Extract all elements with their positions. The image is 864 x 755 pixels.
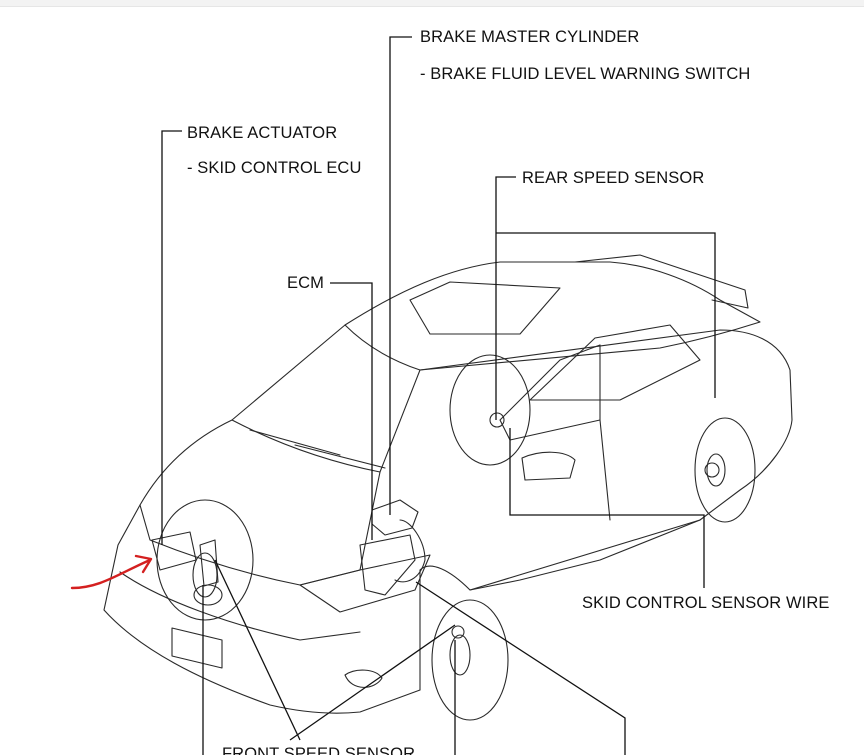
label-brake-fluid-switch: - BRAKE FLUID LEVEL WARNING SWITCH — [420, 65, 751, 83]
label-brake-master-cylinder: BRAKE MASTER CYLINDER — [420, 28, 640, 46]
leader-front-speed-sensor-diag2 — [289, 624, 456, 741]
component-ecm — [359, 534, 416, 596]
leader-skid-sensor-wire — [509, 428, 705, 588]
car-far-rear-wheel — [449, 354, 531, 466]
car-grille — [119, 571, 361, 641]
car-wiper — [249, 429, 341, 456]
car-front-door-window — [499, 344, 601, 441]
component-front-sensor-bracket — [199, 539, 219, 587]
car-emblem — [193, 584, 223, 606]
label-brake-actuator: BRAKE ACTUATOR — [187, 124, 338, 142]
car-fog-lamp — [344, 669, 383, 688]
car-headlamp — [299, 554, 431, 613]
label-skid-control-ecu: - SKID CONTROL ECU — [187, 159, 362, 177]
component-brake-actuator — [151, 531, 197, 571]
label-rear-speed-sensor: REAR SPEED SENSOR — [522, 169, 705, 187]
car-rear-hub — [706, 453, 726, 487]
car-side-body — [419, 329, 793, 691]
leader-brake-master-cylinder — [389, 36, 412, 515]
component-booster — [394, 519, 426, 583]
leader-rear-bracket — [496, 232, 716, 398]
car-front-wheel — [431, 599, 509, 721]
car-wiper — [294, 444, 386, 469]
annotation-arrowhead-icon — [134, 554, 153, 574]
leader-ecm — [330, 282, 373, 540]
leader-front-wire — [415, 581, 626, 755]
component-rear-speed-sensor-left — [489, 412, 505, 428]
car-front-bumper — [103, 504, 421, 714]
annotation-arrow-icon — [70, 558, 152, 590]
car-sill — [469, 519, 701, 591]
car-door-line — [599, 419, 611, 521]
label-ecm: ECM — [287, 274, 324, 292]
car-rear-door-window — [529, 324, 701, 401]
car-hood — [139, 419, 381, 586]
car-mirror — [521, 451, 576, 481]
leader-front-speed-sensor-diag1 — [214, 559, 301, 741]
car-plate — [171, 627, 223, 669]
leader-brake-actuator — [161, 130, 182, 545]
component-front-speed-sensor — [451, 625, 465, 639]
car-spoiler — [574, 254, 749, 309]
car-rear-wheel — [694, 417, 756, 523]
component-master-cylinder — [371, 499, 419, 536]
component-rear-speed-sensor-right — [704, 462, 720, 478]
label-skid-control-sensor-wire: SKID CONTROL SENSOR WIRE — [582, 594, 830, 612]
leader-rear-speed-sensor — [495, 176, 516, 420]
car-front-hub — [449, 634, 471, 676]
car-sunroof — [409, 281, 561, 335]
car-roof — [344, 261, 761, 371]
label-front-speed-sensor: FRONT SPEED SENSOR — [222, 745, 416, 755]
viewer-top-edge — [0, 0, 864, 7]
car-windshield — [231, 324, 421, 473]
